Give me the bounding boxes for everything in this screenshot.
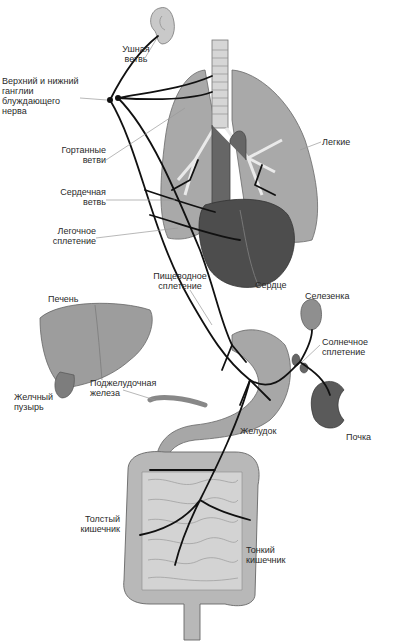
organ-label: Тонкий кишечник [246, 545, 300, 565]
liver [40, 303, 152, 388]
ganglion-lower [115, 95, 121, 101]
organ-label: Толстый кишечник [66, 514, 120, 534]
leader-lines [80, 38, 321, 400]
organ-label: Пищеводное сплетение [145, 271, 215, 291]
organ-label: Желудок [240, 426, 300, 436]
organ-label: Почка [346, 432, 396, 442]
organ-label: Легочное сплетение [30, 226, 96, 246]
spleen [301, 299, 322, 330]
ear-fold [160, 16, 165, 30]
ganglion-upper [107, 97, 113, 103]
large-intestine [124, 452, 259, 640]
organ-label: Легкие [322, 137, 372, 147]
intestine-loops [148, 479, 238, 581]
organ-label: Желчный пузырь [14, 392, 60, 412]
organ-label: Солнечное сплетение [322, 337, 384, 357]
vagus-nerve [110, 36, 330, 565]
organ-label: Сердце [255, 280, 305, 290]
organ-label: Поджелудочная железа [90, 378, 168, 398]
organ-label: Верхний и нижний ганглии блуждающего нер… [2, 76, 84, 116]
aorta [212, 125, 246, 205]
organ-label: Печень [48, 294, 98, 304]
liver-lobe-line [95, 305, 102, 380]
pancreas [150, 398, 205, 405]
gallbladder [55, 372, 74, 398]
heart-groove [240, 210, 258, 285]
trachea-rings [212, 50, 228, 114]
organ-label: Сердечная ветвь [46, 187, 106, 207]
organ-label: Селезенка [305, 291, 365, 301]
organ-label: Гортанные ветви [40, 145, 106, 165]
solar-plexus-ganglia [292, 354, 308, 373]
organ-label: Ушная ветвь [112, 44, 160, 64]
trachea [212, 40, 228, 128]
heart [199, 199, 294, 287]
